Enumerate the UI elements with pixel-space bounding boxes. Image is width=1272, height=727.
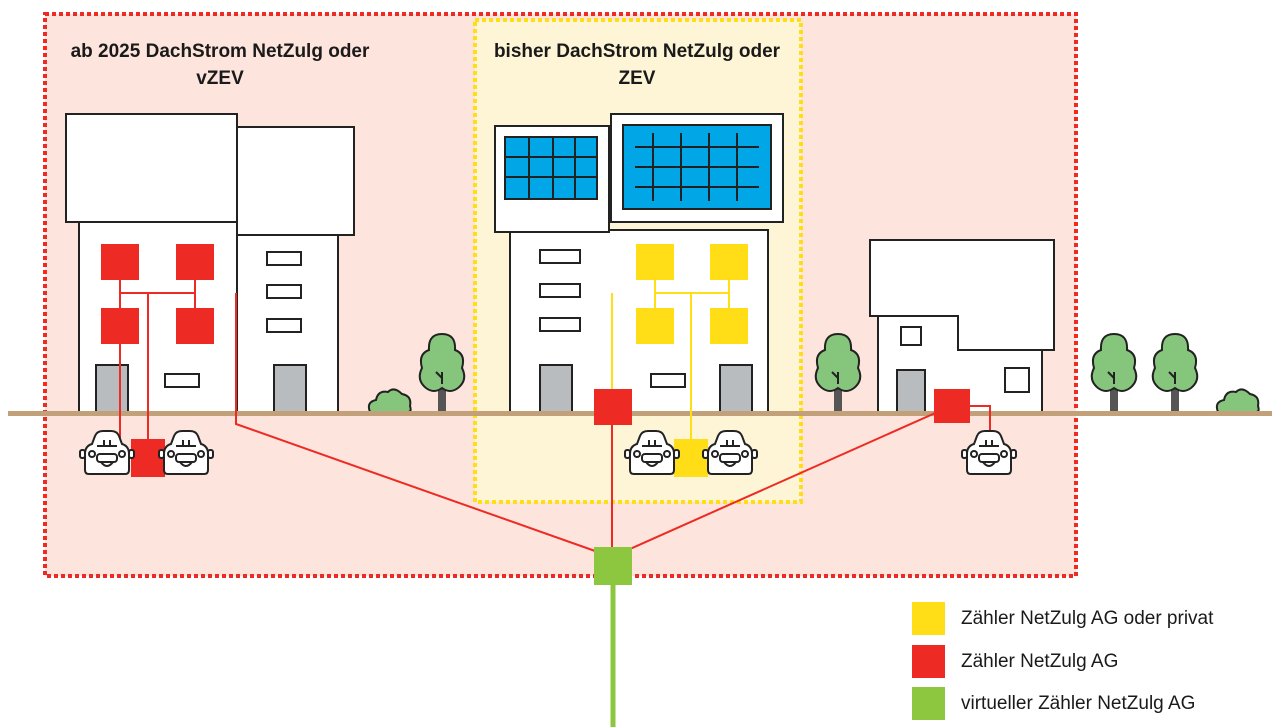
legend-swatch	[912, 687, 945, 720]
meter-yellow	[710, 308, 748, 344]
meter-green-virtual	[594, 547, 632, 585]
solar-panel-small	[504, 136, 598, 200]
zev-zone-label: bisher DachStrom NetZulg oder ZEV	[493, 41, 781, 89]
bush-2	[1215, 388, 1260, 413]
meter-yellow	[710, 244, 748, 280]
meter-red	[934, 389, 970, 423]
vzev-zone-label: ab 2025 DachStrom NetZulg oder vZEV	[70, 41, 370, 89]
legend-swatch	[912, 602, 945, 635]
meter-red	[101, 308, 139, 344]
solar-panel-large	[622, 124, 772, 210]
legend-label: virtueller Zähler NetZulg AG	[961, 692, 1196, 714]
legend-item: virtueller Zähler NetZulg AG	[912, 687, 1195, 720]
ground-line	[8, 411, 1272, 416]
legend-swatch	[912, 645, 945, 678]
building-right-house	[869, 239, 1055, 413]
meter-red	[594, 389, 632, 425]
meter-yellow	[674, 439, 708, 477]
meter-yellow	[636, 244, 674, 280]
tree-4	[1151, 333, 1199, 413]
meter-red	[101, 244, 139, 280]
meter-red	[176, 308, 214, 344]
legend-label: Zähler NetZulg AG	[961, 650, 1119, 672]
meter-red	[176, 244, 214, 280]
legend-label: Zähler NetZulg AG oder privat	[961, 607, 1214, 629]
legend-item: Zähler NetZulg AG oder privat	[912, 602, 1213, 635]
tree-3	[1090, 333, 1138, 413]
legend-item: Zähler NetZulg AG	[912, 645, 1118, 678]
meter-yellow	[636, 308, 674, 344]
